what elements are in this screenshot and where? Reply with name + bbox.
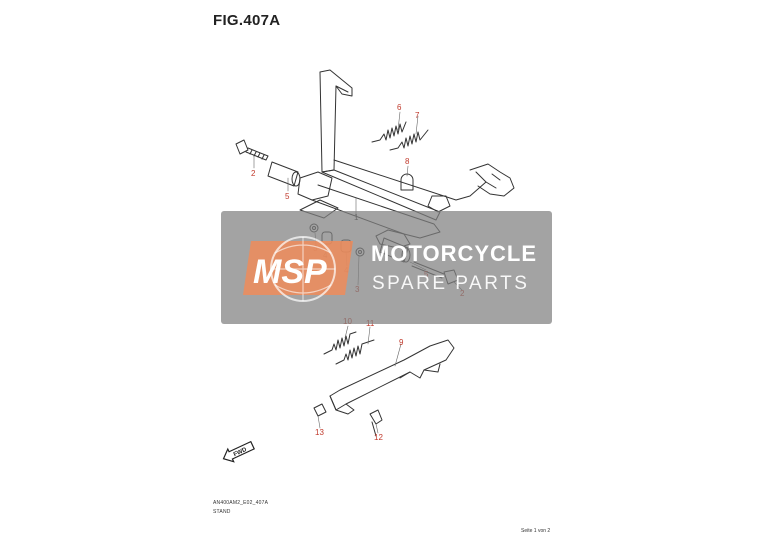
stopper-drawing: [400, 173, 414, 191]
figure-title: FIG.407A: [213, 12, 281, 29]
diagram-code: AN400AM2_E02_407A: [213, 500, 269, 506]
part-label: 9: [399, 338, 404, 347]
watermark-line1: MOTORCYCLE: [371, 241, 538, 266]
part-label: 12: [374, 433, 383, 442]
diagram-caption: STAND: [213, 509, 231, 515]
side-stand-drawing: [329, 339, 455, 415]
bolt-drawing-upper: [235, 139, 269, 161]
nut-drawing: [313, 403, 327, 417]
fwd-arrow-icon: FWD: [222, 440, 255, 463]
part-label: 13: [315, 428, 324, 437]
part-label: 8: [405, 157, 410, 166]
part-label: 2: [251, 169, 256, 178]
fwd-label: FWD: [233, 447, 249, 458]
watermark-overlay: MSP MOTORCYCLE SPARE PARTS: [221, 211, 552, 324]
part-label: 5: [285, 192, 290, 201]
pivot-bolt-drawing: [369, 409, 383, 437]
page-indicator: Seite 1 von 2: [521, 528, 551, 534]
watermark-line2: SPARE PARTS: [372, 273, 530, 294]
springs-lower-drawing: [323, 331, 375, 365]
collar-drawing-upper: [267, 161, 301, 187]
msp-logo-text: MSP: [253, 253, 327, 291]
msp-logo-icon: MSP: [243, 236, 353, 302]
part-label: 6: [397, 103, 402, 112]
part-label: 7: [415, 111, 420, 120]
springs-upper-drawing: [371, 121, 429, 151]
